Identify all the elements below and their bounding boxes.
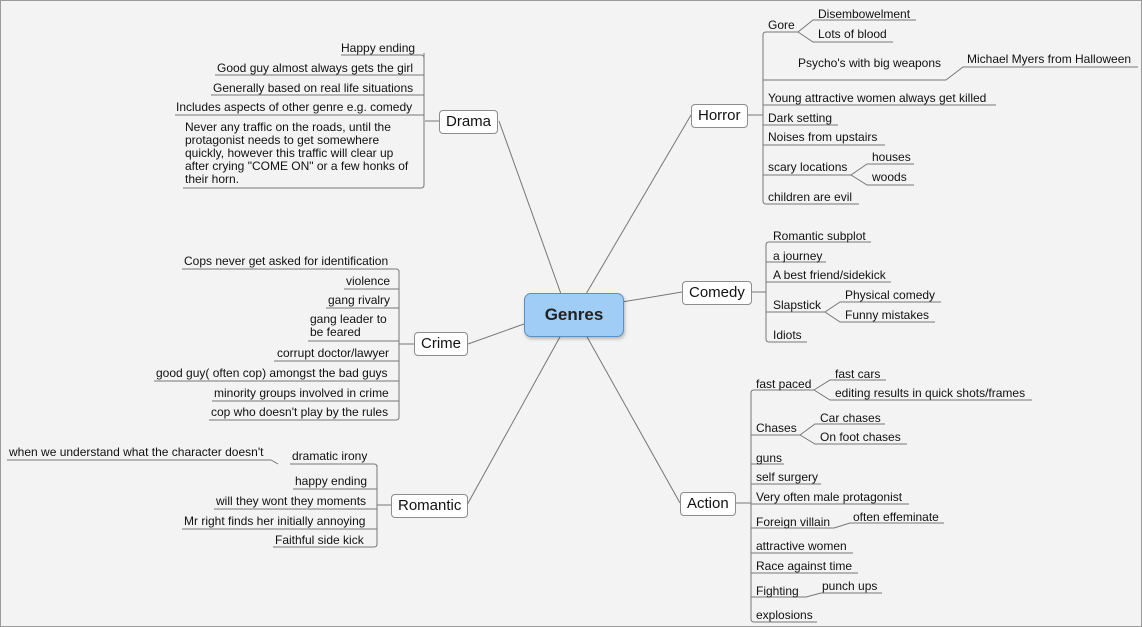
horror-gore-sub-blood[interactable]: Lots of blood: [818, 27, 887, 41]
romantic-item-happy[interactable]: happy ending: [295, 474, 368, 488]
romantic-item-mr-right[interactable]: Mr right finds her initially annoying: [184, 514, 366, 528]
topic-romantic[interactable]: Romantic: [391, 494, 469, 518]
drama-item-traffic[interactable]: Never any traffic on the roads, until th…: [185, 120, 409, 186]
drama-item-real-life[interactable]: Generally based on real life situations: [213, 81, 414, 95]
action-item-male-protagonist[interactable]: Very often male protagonist: [756, 490, 903, 504]
action-item-guns[interactable]: guns: [756, 451, 783, 465]
action-fast-sub-cars[interactable]: fast cars: [835, 367, 881, 381]
crime-item-violence[interactable]: violence: [346, 274, 391, 288]
crime-item-gang-leader[interactable]: gang leader to be feared: [310, 312, 387, 339]
comedy-item-slapstick[interactable]: Slapstick: [773, 298, 822, 312]
crime-item-corrupt[interactable]: corrupt doctor/lawyer: [277, 346, 390, 360]
horror-item-noises[interactable]: Noises from upstairs: [768, 130, 878, 144]
topic-comedy[interactable]: Comedy: [682, 281, 752, 305]
action-item-fast-paced[interactable]: fast paced: [756, 377, 812, 391]
comedy-slapstick-sub-physical[interactable]: Physical comedy: [845, 288, 936, 302]
action-item-explosions[interactable]: explosions: [756, 608, 813, 622]
action-item-fighting[interactable]: Fighting: [756, 584, 799, 598]
romantic-item-side-kick[interactable]: Faithful side kick: [275, 533, 364, 547]
action-chase-sub-car[interactable]: Car chases: [820, 411, 881, 425]
crime-item-gang-rivalry[interactable]: gang rivalry: [328, 293, 391, 307]
action-item-attractive-women[interactable]: attractive women: [756, 539, 847, 553]
comedy-item-romantic-subplot[interactable]: Romantic subplot: [773, 229, 866, 243]
romantic-item-irony[interactable]: dramatic irony: [292, 449, 368, 463]
drama-item-good-guy[interactable]: Good guy almost always gets the girl: [217, 61, 414, 75]
horror-item-dark-setting[interactable]: Dark setting: [768, 111, 833, 125]
topic-action[interactable]: Action: [680, 492, 736, 516]
action-item-self-surgery[interactable]: self surgery: [756, 470, 819, 484]
horror-item-children[interactable]: children are evil: [768, 190, 853, 204]
drama-item-happy-ending[interactable]: Happy ending: [341, 41, 416, 55]
action-fast-sub-editing[interactable]: editing results in quick shots/frames: [835, 386, 1026, 400]
comedy-item-journey[interactable]: a journey: [773, 249, 823, 263]
drama-item-other-genre[interactable]: Includes aspects of other genre e.g. com…: [176, 100, 413, 114]
crime-item-good-guy[interactable]: good guy( often cop) amongst the bad guy…: [156, 366, 388, 380]
central-topic[interactable]: Genres: [524, 293, 624, 337]
action-item-foreign-villain[interactable]: Foreign villain: [756, 515, 831, 529]
crime-item-minority[interactable]: minority groups involved in crime: [214, 386, 389, 400]
horror-scary-sub-houses[interactable]: houses: [872, 150, 911, 164]
horror-item-gore[interactable]: Gore: [768, 18, 795, 32]
romantic-item-will-they[interactable]: will they wont they moments: [216, 494, 367, 508]
action-item-race[interactable]: Race against time: [756, 559, 853, 573]
topic-crime[interactable]: Crime: [414, 332, 468, 356]
horror-scary-sub-woods[interactable]: woods: [872, 170, 907, 184]
horror-item-scary-locations[interactable]: scary locations: [768, 160, 848, 174]
comedy-item-idiots[interactable]: Idiots: [773, 328, 802, 342]
horror-gore-sub-disembowelment[interactable]: Disembowelment: [818, 7, 911, 21]
topic-horror[interactable]: Horror: [691, 104, 748, 128]
topic-drama[interactable]: Drama: [439, 110, 499, 134]
romantic-irony-sub[interactable]: when we understand what the character do…: [9, 445, 264, 459]
horror-item-young-women[interactable]: Young attractive women always get killed: [768, 91, 987, 105]
horror-psycho-sub-myers[interactable]: Michael Myers from Halloween: [967, 52, 1132, 66]
action-fighting-sub-punch[interactable]: punch ups: [822, 579, 878, 593]
horror-item-psycho[interactable]: Psycho's with big weapons: [798, 56, 942, 70]
crime-item-identification[interactable]: Cops never get asked for identification: [184, 254, 389, 268]
action-item-chases[interactable]: Chases: [756, 421, 797, 435]
crime-item-rules[interactable]: cop who doesn't play by the rules: [211, 405, 389, 419]
comedy-slapstick-sub-mistakes[interactable]: Funny mistakes: [845, 308, 930, 322]
comedy-item-sidekick[interactable]: A best friend/sidekick: [773, 268, 886, 282]
action-foreign-sub-effeminate[interactable]: often effeminate: [853, 510, 939, 524]
action-chase-sub-foot[interactable]: On foot chases: [820, 430, 901, 444]
